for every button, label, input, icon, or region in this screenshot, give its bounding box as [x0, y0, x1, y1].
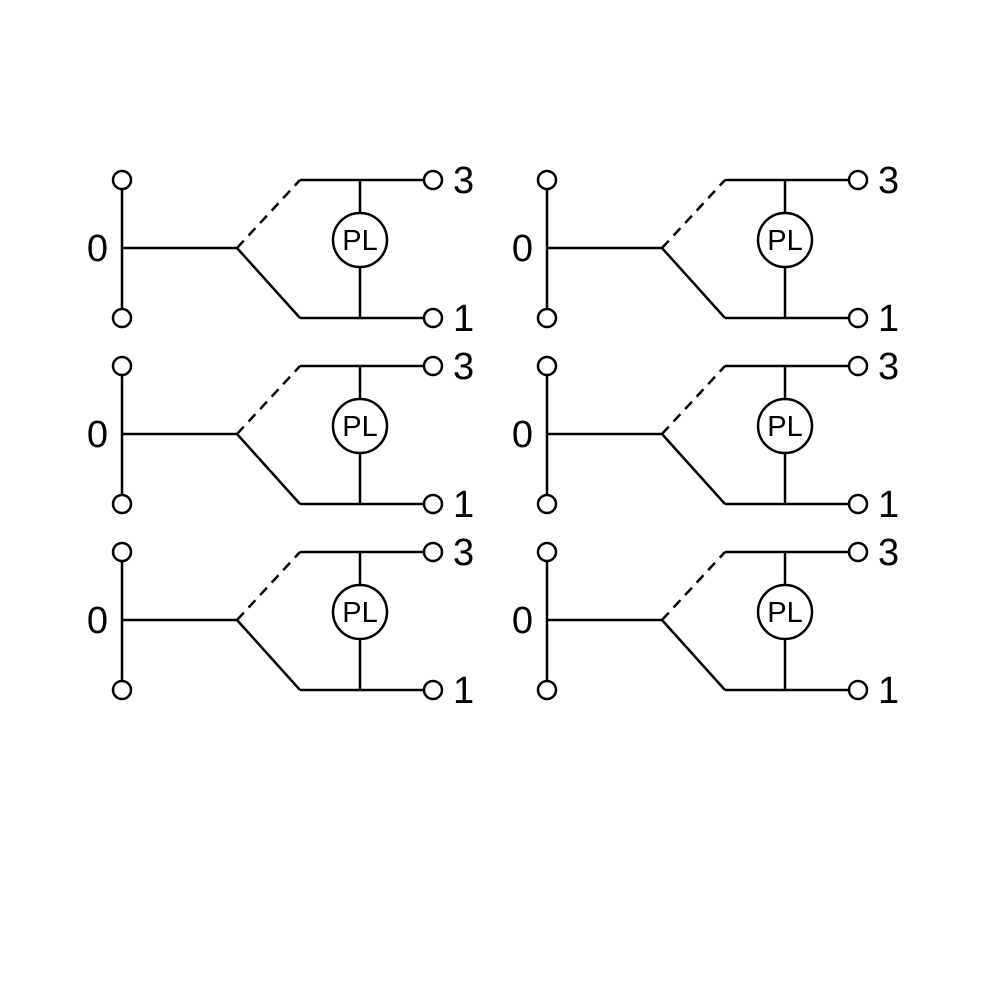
bottom-diagonal-wire: [661, 619, 726, 691]
terminal-circle-3: [847, 541, 869, 563]
switch-blade-dashed-wire: [661, 179, 726, 249]
terminal-label-3: 3: [453, 160, 474, 202]
terminal-circle-common-bottom: [111, 679, 133, 701]
terminal-circle-1: [847, 679, 869, 701]
switch-blade-dashed-wire: [236, 365, 301, 435]
pilot-light-circle: [756, 583, 814, 641]
bottom-diagonal-wire: [236, 619, 301, 691]
terminal-circle-common-top: [111, 169, 133, 191]
switch-unit: PL 0 3 1: [512, 160, 899, 340]
terminal-circle-1: [847, 493, 869, 515]
switch-blade-dashed-wire: [661, 365, 726, 435]
terminal-circle-common-top: [111, 355, 133, 377]
terminal-circle-common-bottom: [536, 493, 558, 515]
terminal-circle-3: [422, 541, 444, 563]
pilot-light-circle: [331, 397, 389, 455]
terminal-circle-common-top: [536, 169, 558, 191]
terminal-label-3: 3: [878, 160, 899, 202]
pilot-light-circle: [331, 211, 389, 269]
pilot-light-label: PL: [342, 225, 377, 257]
terminal-circle-1: [422, 493, 444, 515]
terminal-label-1: 1: [453, 484, 474, 526]
switch-unit: PL 0 3 1: [512, 346, 899, 526]
terminal-label-1: 1: [453, 298, 474, 340]
switch-unit: PL 0 3 1: [87, 532, 474, 712]
pilot-light-circle: [756, 397, 814, 455]
terminal-circle-common-bottom: [111, 307, 133, 329]
terminal-label-3: 3: [453, 346, 474, 388]
terminal-circle-3: [422, 169, 444, 191]
pilot-light-circle: [756, 211, 814, 269]
switch-blade-dashed-wire: [236, 179, 301, 249]
terminal-label-0: 0: [512, 228, 533, 270]
bottom-diagonal-wire: [236, 247, 301, 319]
terminal-circle-common-top: [536, 355, 558, 377]
terminal-circle-common-bottom: [536, 307, 558, 329]
bottom-diagonal-wire: [661, 247, 726, 319]
terminal-circle-3: [847, 169, 869, 191]
terminal-label-0: 0: [512, 600, 533, 642]
terminal-label-0: 0: [87, 414, 108, 456]
terminal-circle-3: [422, 355, 444, 377]
terminal-circle-1: [847, 307, 869, 329]
switch-unit: PL 0 3 1: [512, 532, 899, 712]
terminal-circle-3: [847, 355, 869, 377]
pilot-light-label: PL: [767, 411, 802, 443]
terminal-label-1: 1: [878, 670, 899, 712]
terminal-label-0: 0: [512, 414, 533, 456]
switch-unit: PL 0 3 1: [87, 160, 474, 340]
terminal-label-1: 1: [878, 484, 899, 526]
switch-blade-dashed-wire: [236, 551, 301, 621]
pilot-light-circle: [331, 583, 389, 641]
switch-blade-dashed-wire: [661, 551, 726, 621]
terminal-circle-1: [422, 307, 444, 329]
terminal-label-3: 3: [878, 532, 899, 574]
terminal-label-1: 1: [878, 298, 899, 340]
terminal-label-3: 3: [878, 346, 899, 388]
terminal-label-0: 0: [87, 228, 108, 270]
terminal-circle-common-bottom: [111, 493, 133, 515]
terminal-label-0: 0: [87, 600, 108, 642]
terminal-circle-common-top: [536, 541, 558, 563]
pilot-light-label: PL: [767, 597, 802, 629]
pilot-light-label: PL: [342, 597, 377, 629]
pilot-light-label: PL: [342, 411, 377, 443]
bottom-diagonal-wire: [236, 433, 301, 505]
switch-unit: PL 0 3 1: [87, 346, 474, 526]
pilot-light-label: PL: [767, 225, 802, 257]
terminal-label-1: 1: [453, 670, 474, 712]
terminal-circle-common-top: [111, 541, 133, 563]
bottom-diagonal-wire: [661, 433, 726, 505]
terminal-circle-1: [422, 679, 444, 701]
terminal-circle-common-bottom: [536, 679, 558, 701]
terminal-label-3: 3: [453, 532, 474, 574]
